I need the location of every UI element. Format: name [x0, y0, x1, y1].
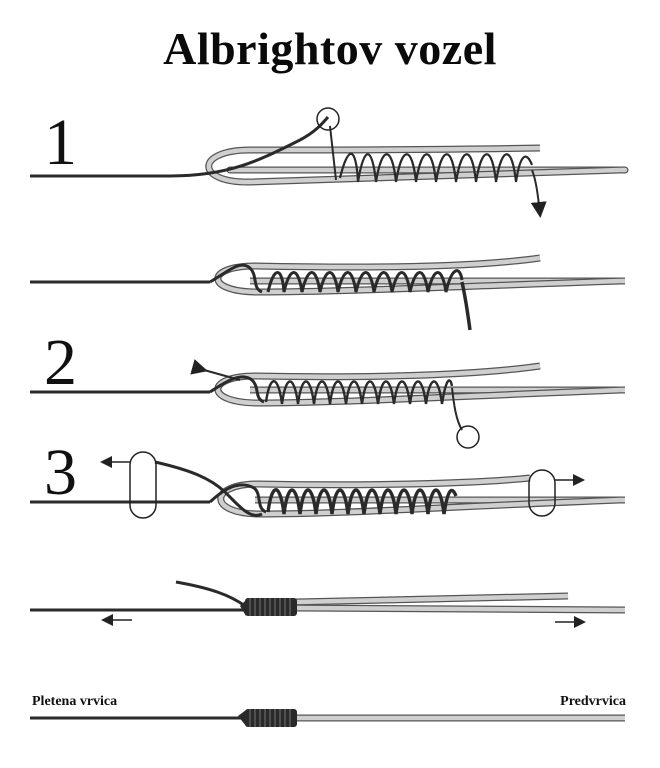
- left-grip: [129, 451, 157, 519]
- step-number-1: 1: [44, 106, 77, 179]
- step-number-3: 3: [44, 436, 77, 509]
- step-number-2: 2: [44, 326, 77, 399]
- panel-1-form-loop: [30, 107, 629, 218]
- panel-2-exit-loop: [30, 359, 625, 449]
- panel-3-tighten: [30, 451, 625, 519]
- right-grip: [528, 469, 556, 517]
- panel-1-wrapped: [30, 254, 625, 331]
- braided-line-label: Pletena vrvica: [32, 694, 118, 709]
- braid-end-circle: [316, 107, 340, 131]
- pull-circle: [456, 425, 480, 449]
- page-title: Albrightov vozel: [163, 23, 497, 74]
- finished-knot-wraps: [245, 709, 297, 727]
- panel-4-pulled-tight: [30, 580, 626, 628]
- knot-wraps: [245, 598, 297, 616]
- leader-line-label: Predvrvica: [560, 694, 626, 709]
- panel-5-finished-knot: [30, 709, 625, 727]
